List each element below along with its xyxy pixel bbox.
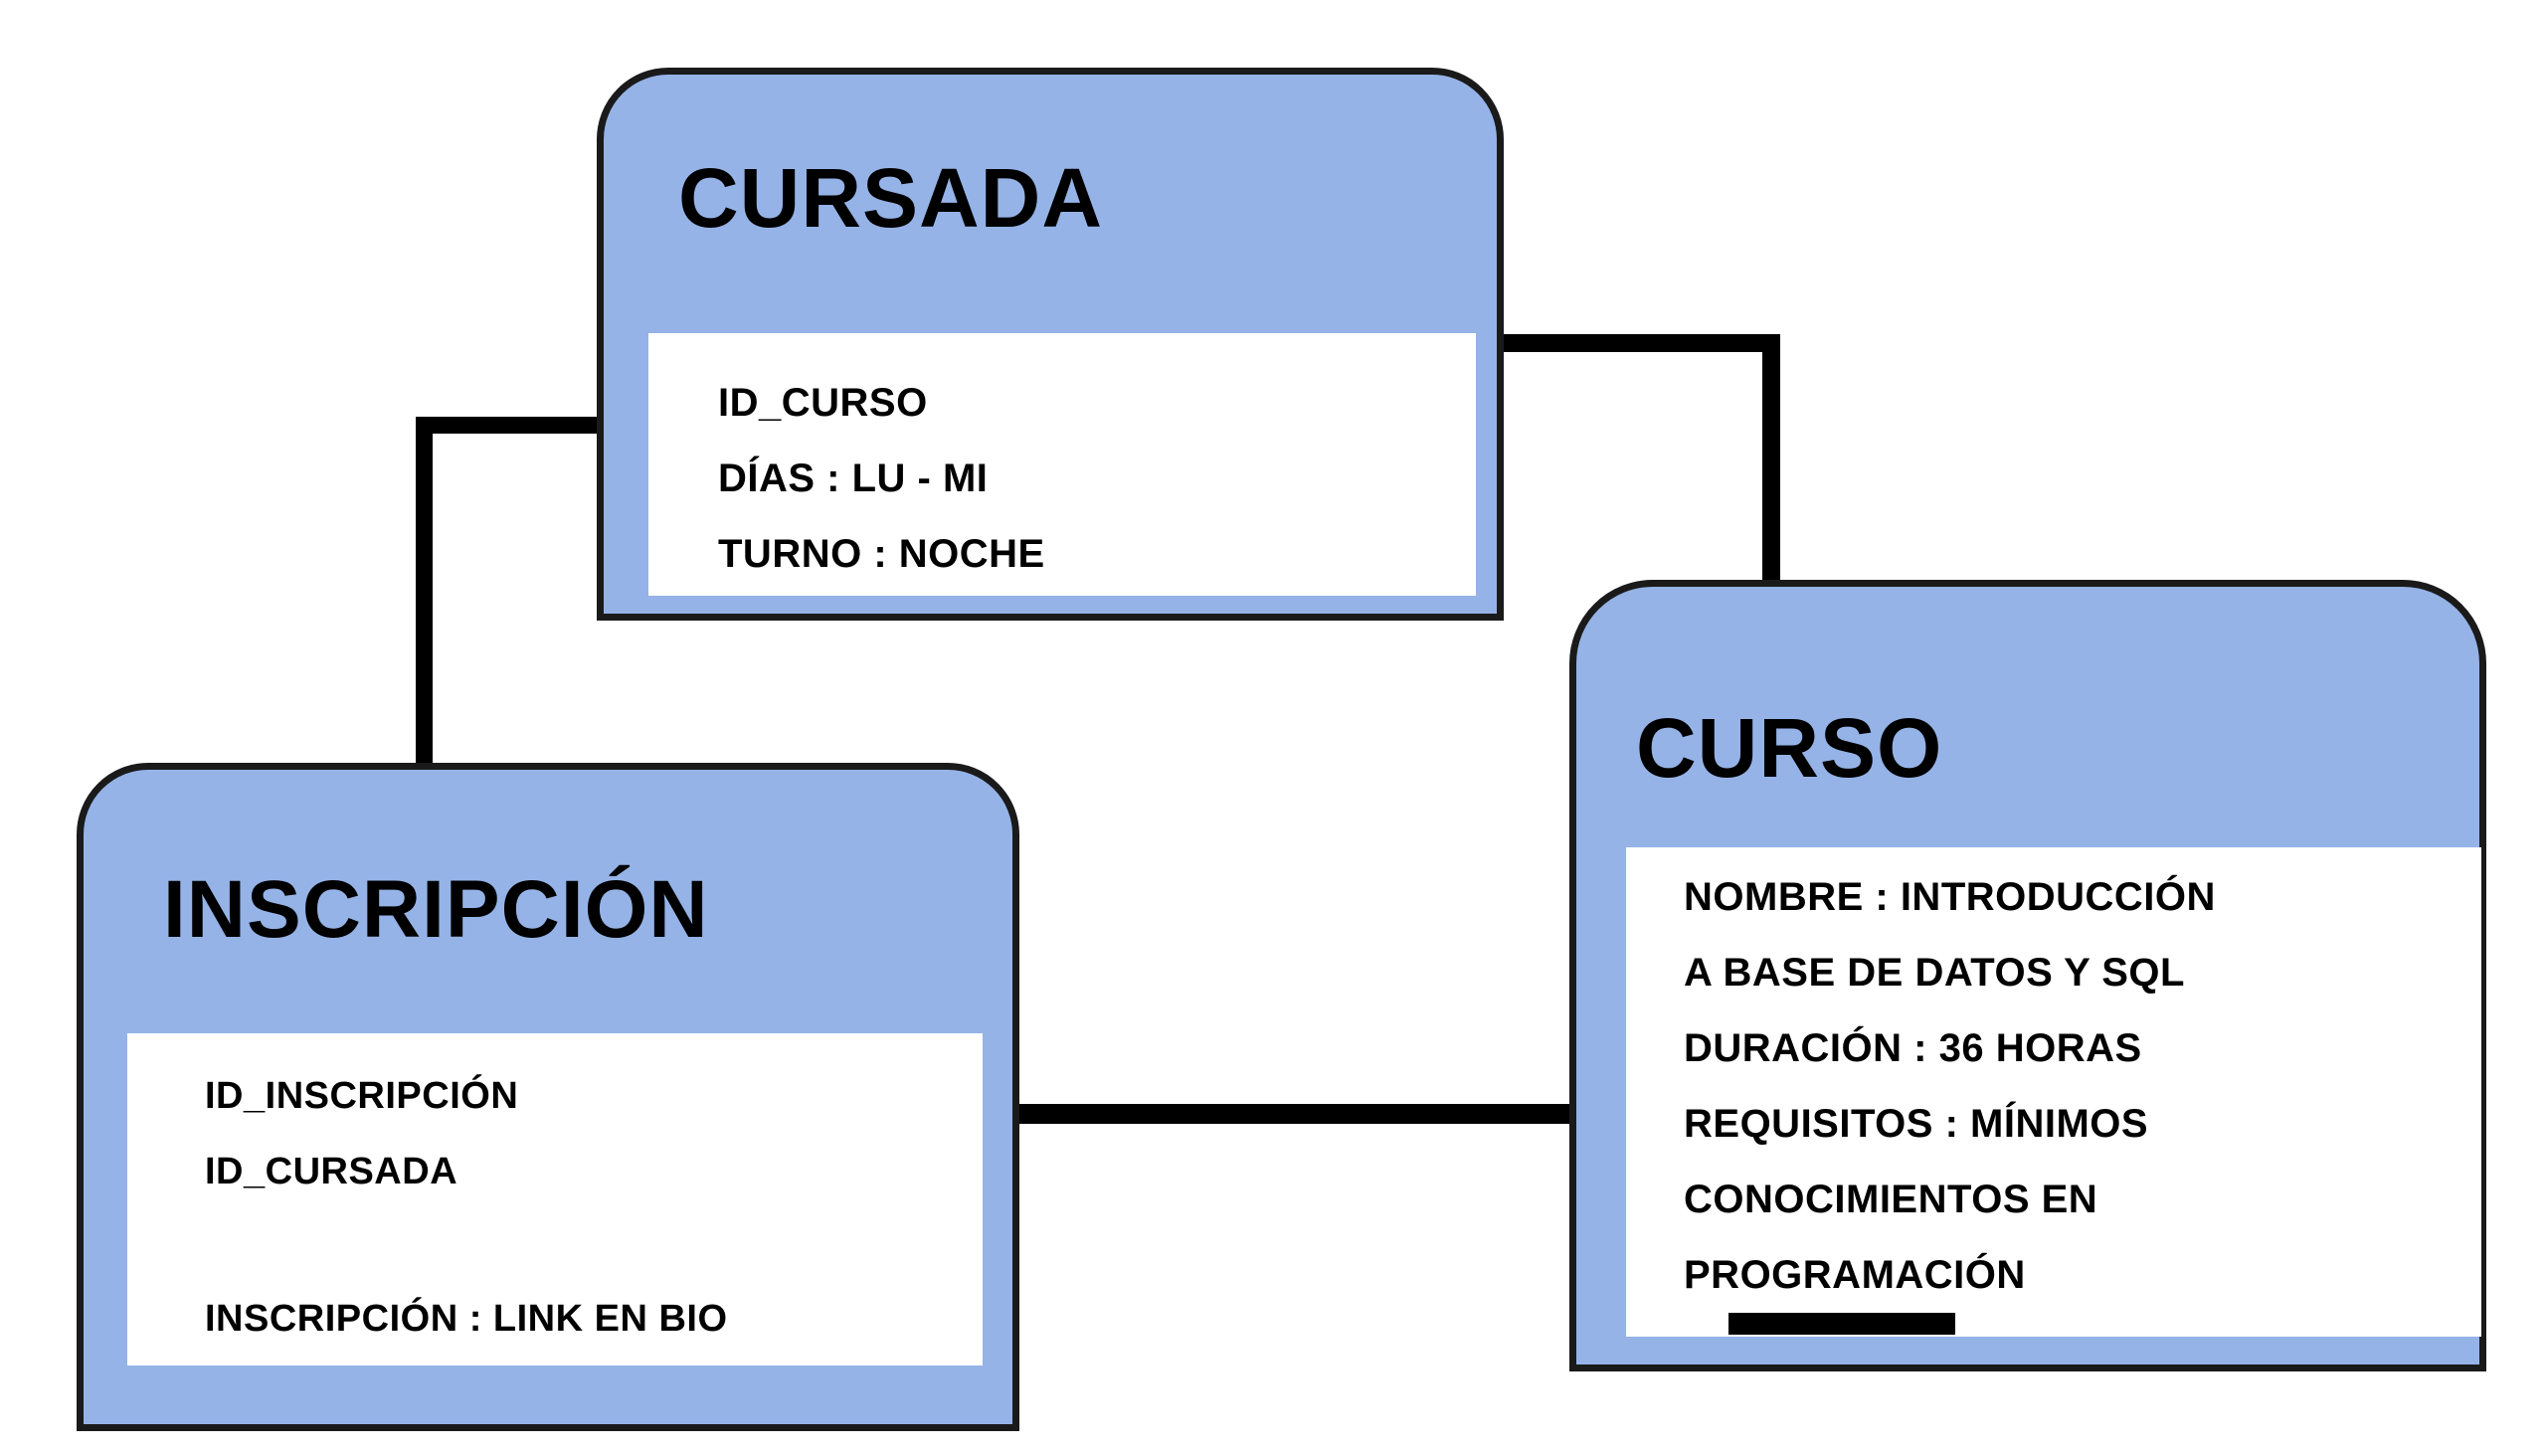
- entity-inscripcion-attribute-panel: ID_INSCRIPCIÓN ID_CURSADA INSCRIPCIÓN : …: [127, 1033, 983, 1365]
- entity-curso-title: CURSO: [1636, 701, 1943, 795]
- entity-curso-attribute-5: PROGRAMACIÓN: [1684, 1253, 2026, 1297]
- entity-inscripcion-attribute-2: INSCRIPCIÓN : LINK EN BIO: [205, 1298, 728, 1340]
- redaction-bar: [1728, 1313, 1955, 1335]
- entity-inscripcion-title: INSCRIPCIÓN: [163, 864, 709, 955]
- entity-cursada[interactable]: CURSADA ID_CURSO DÍAS : LU - MI TURNO : …: [597, 68, 1504, 621]
- entity-curso[interactable]: CURSO NOMBRE : INTRODUCCIÓN A BASE DE DA…: [1569, 580, 2486, 1371]
- entity-cursada-attribute-0: ID_CURSO: [718, 381, 928, 425]
- entity-inscripcion-attribute-1: ID_CURSADA: [205, 1151, 458, 1192]
- connector-cursada-curso-vertical: [1762, 334, 1780, 588]
- entity-curso-attribute-3: REQUISITOS : MÍNIMOS: [1684, 1102, 2149, 1146]
- entity-cursada-attribute-2: TURNO : NOCHE: [718, 532, 1045, 576]
- entity-curso-attribute-2: DURACIÓN : 36 HORAS: [1684, 1026, 2142, 1070]
- entity-curso-attribute-0: NOMBRE : INTRODUCCIÓN: [1684, 875, 2216, 919]
- entity-cursada-attribute-panel: ID_CURSO DÍAS : LU - MI TURNO : NOCHE: [648, 333, 1476, 596]
- entity-curso-attribute-panel: NOMBRE : INTRODUCCIÓN A BASE DE DATOS Y …: [1626, 847, 2481, 1337]
- connector-cursada-curso-horizontal: [1492, 334, 1780, 352]
- entity-curso-attribute-1: A BASE DE DATOS Y SQL: [1684, 951, 2185, 995]
- entity-curso-attribute-4: CONOCIMIENTOS EN: [1684, 1178, 2098, 1221]
- connector-inscripcion-curso-horizontal: [1006, 1104, 1581, 1124]
- entity-cursada-attribute-1: DÍAS : LU - MI: [718, 456, 989, 500]
- connector-cursada-inscripcion-horizontal: [416, 417, 605, 434]
- entity-inscripcion[interactable]: INSCRIPCIÓN ID_INSCRIPCIÓN ID_CURSADA IN…: [77, 763, 1019, 1431]
- entity-cursada-title: CURSADA: [678, 151, 1103, 245]
- entity-inscripcion-attribute-0: ID_INSCRIPCIÓN: [205, 1075, 519, 1117]
- connector-cursada-inscripcion-vertical: [416, 417, 433, 777]
